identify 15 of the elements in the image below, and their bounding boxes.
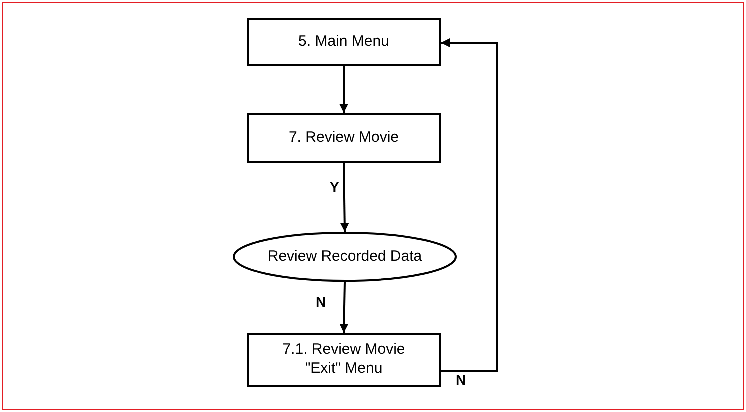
arrow (340, 66, 348, 113)
arrow (340, 282, 349, 334)
node-text: 7.1. Review Movie "Exit" Menu (282, 341, 406, 379)
edge-label: N (455, 373, 468, 387)
process-box (247, 333, 441, 387)
arrow (441, 38, 498, 372)
node-text: 7. Review Movie (288, 128, 400, 148)
node-text: Review Recorded Data (266, 248, 424, 266)
edge-label: Y (329, 180, 340, 194)
process-box (247, 18, 441, 66)
decision-ellipse (233, 232, 457, 282)
node-text: 5. Main Menu (298, 32, 390, 52)
edge-label: N (315, 295, 328, 309)
process-box (247, 113, 441, 163)
arrow (340, 162, 350, 232)
